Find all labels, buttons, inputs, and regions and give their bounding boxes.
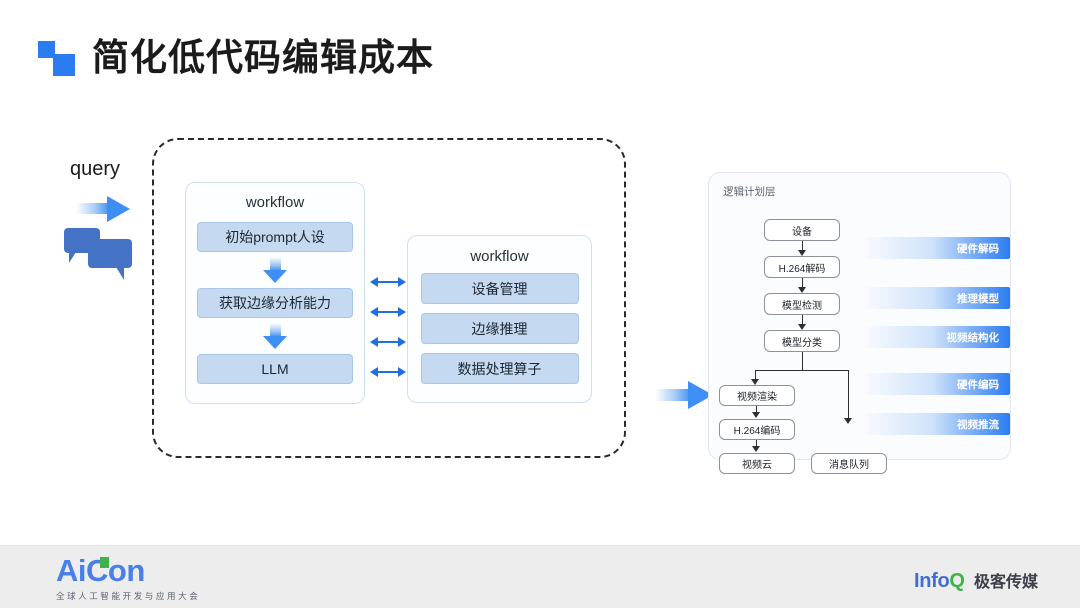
branch-right-drop: [848, 370, 849, 420]
workflow-b-step-3[interactable]: 数据处理算子: [420, 353, 579, 384]
page-title: 简化低代码编辑成本: [38, 38, 434, 76]
workflow-card-a: workflow 初始prompt人设 获取边缘分析能力 LLM: [185, 182, 365, 404]
stage-label-video-push: 视频推流: [861, 413, 1010, 435]
edge-arrow: [752, 446, 760, 452]
down-arrow-icon: [262, 257, 288, 283]
connector-arrow-2: [370, 307, 406, 317]
workflow-b-title: workflow: [470, 248, 529, 265]
arrow-shaft: [270, 257, 281, 271]
aicon-accent-icon: [100, 557, 109, 568]
workflow-b-step-2[interactable]: 边缘推理: [420, 313, 579, 344]
node-model-detect[interactable]: 模型检测: [764, 293, 840, 315]
edge-line: [802, 278, 803, 289]
connector-arrow-1: [370, 277, 406, 287]
connector-arrow-4: [370, 367, 406, 377]
panel-title: 逻辑计划层: [723, 186, 776, 198]
branch-left-drop: [755, 370, 756, 381]
infoq-cn-text: 极客传媒: [973, 574, 1038, 591]
connector-arrow-3: [370, 337, 406, 347]
stage-label-hardware-decode: 硬件解码: [861, 237, 1010, 259]
chat-bubbles-icon: [64, 228, 134, 280]
edge-line: [802, 241, 803, 252]
stage-label-inference-model: 推理模型: [861, 287, 1010, 309]
node-h264-decode[interactable]: H.264解码: [764, 256, 840, 278]
edge-line: [802, 315, 803, 326]
stage-label-hardware-encode: 硬件编码: [861, 373, 1010, 395]
edge-arrow: [752, 412, 760, 418]
stage-label-video-structuring: 视频结构化: [861, 326, 1010, 348]
arrow-head: [263, 270, 287, 283]
infoq-logo: Info Q 极客传媒: [914, 568, 1038, 593]
node-video-render[interactable]: 视频渲染: [719, 385, 795, 406]
branch-bar: [755, 370, 848, 371]
workflow-a-step-2[interactable]: 获取边缘分析能力: [197, 288, 353, 318]
workflow-a-step-1[interactable]: 初始prompt人设: [197, 222, 353, 252]
infoq-info-text: Info: [913, 570, 950, 592]
edge-arrow: [798, 324, 806, 330]
arrow-shaft: [270, 323, 281, 337]
arrow-head: [263, 336, 287, 349]
arrow-shaft: [655, 389, 691, 401]
edge-line: [756, 440, 757, 448]
chat-bubble-front: [88, 239, 132, 280]
node-h264-encode[interactable]: H.264编码: [719, 419, 795, 440]
workflow-a-step-3[interactable]: LLM: [197, 354, 353, 384]
title-text: 简化低代码编辑成本: [92, 36, 434, 78]
transition-arrow-icon: [655, 381, 713, 409]
dashed-container: [152, 138, 626, 458]
node-video-cloud[interactable]: 视频云: [719, 453, 795, 474]
aicon-logo: AiCon 全球人工智能开发与应用大会: [56, 555, 200, 602]
edge-arrow: [798, 287, 806, 293]
edge-arrow: [798, 250, 806, 256]
footer-bar: AiCon 全球人工智能开发与应用大会 Info Q 极客传媒: [0, 545, 1080, 608]
node-message-queue[interactable]: 消息队列: [811, 453, 887, 474]
squares-logo-icon: [38, 38, 78, 76]
logic-plan-panel: 逻辑计划层 设备 H.264解码 模型检测 模型分类 视频渲染 H.264编码 …: [708, 172, 1011, 474]
query-arrow-icon: [76, 196, 130, 222]
infoq-q-text: Q: [949, 570, 965, 592]
workflow-a-title: workflow: [245, 194, 305, 211]
node-device[interactable]: 设备: [764, 219, 840, 241]
down-arrow-icon: [262, 323, 288, 349]
arrow-shaft: [76, 203, 110, 214]
arrow-head: [107, 196, 130, 222]
node-model-classify[interactable]: 模型分类: [764, 330, 840, 352]
aicon-wordmark: AiCon: [56, 553, 145, 588]
workflow-card-b: workflow 设备管理 边缘推理 数据处理算子: [407, 235, 592, 403]
square-small-icon: [38, 41, 55, 58]
square-large-icon: [53, 54, 75, 76]
query-label: query: [70, 158, 121, 180]
aicon-subtitle: 全球人工智能开发与应用大会: [56, 591, 201, 601]
branch-stem: [802, 352, 803, 370]
edge-arrow: [751, 379, 759, 385]
edge-line: [756, 406, 757, 414]
workflow-b-step-1[interactable]: 设备管理: [420, 273, 579, 304]
edge-arrow: [844, 418, 852, 424]
